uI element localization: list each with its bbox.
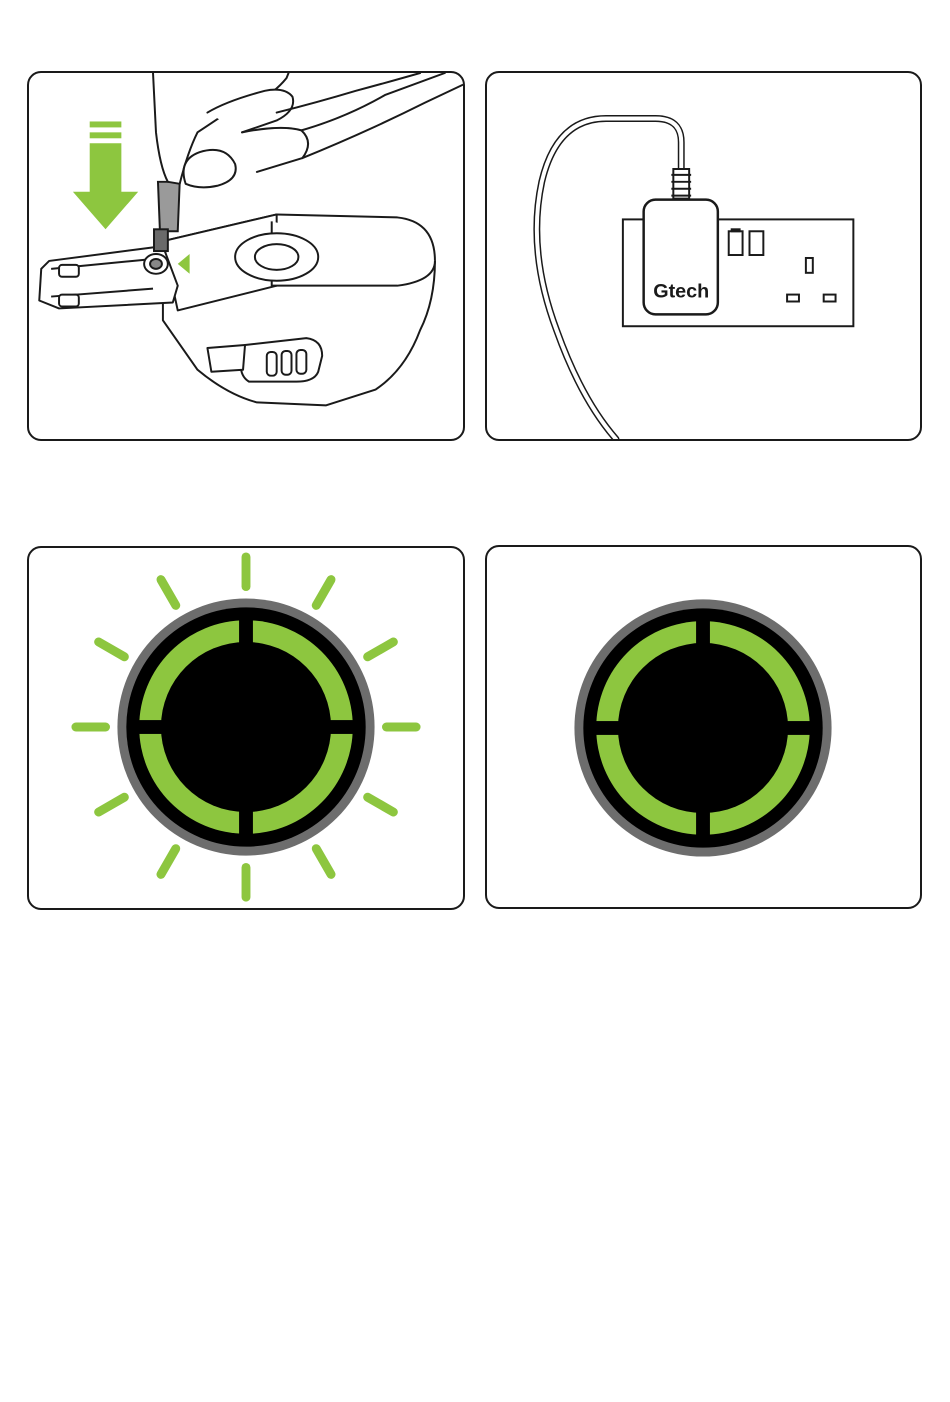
down-arrow-icon bbox=[73, 121, 138, 229]
flash-ray bbox=[99, 797, 125, 812]
flash-ray bbox=[161, 580, 176, 606]
flash-ray bbox=[316, 580, 331, 606]
flash-ray bbox=[99, 642, 125, 657]
panel-led-flashing bbox=[27, 546, 465, 910]
led-flashing-indicator bbox=[29, 548, 463, 908]
flash-ray bbox=[316, 849, 331, 875]
battery-pack bbox=[39, 214, 435, 405]
insert-charger-illustration bbox=[29, 73, 463, 439]
panel-insert-charger bbox=[27, 71, 465, 441]
wall-socket-illustration: Gtech bbox=[487, 73, 920, 439]
panel-plug-in-socket: Gtech bbox=[485, 71, 922, 441]
flash-ray bbox=[161, 849, 176, 875]
led-solid-indicator bbox=[487, 547, 920, 907]
panel-led-solid bbox=[485, 545, 922, 909]
charger-adapter: Gtech bbox=[644, 169, 718, 314]
led-ring bbox=[117, 598, 374, 855]
brand-logo: Gtech bbox=[653, 281, 709, 303]
flash-ray bbox=[368, 642, 394, 657]
hand bbox=[153, 73, 463, 187]
flash-ray bbox=[368, 797, 394, 812]
led-ring bbox=[574, 599, 831, 856]
